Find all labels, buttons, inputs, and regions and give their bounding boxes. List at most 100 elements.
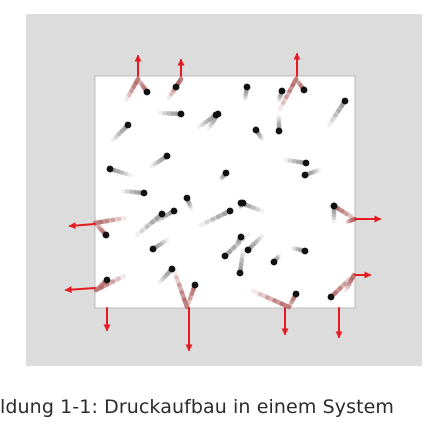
particle-dot <box>102 231 110 239</box>
impact-trail <box>343 284 350 293</box>
particle-trail <box>159 239 167 246</box>
particle-trails <box>107 84 348 285</box>
particle-trail <box>206 122 214 131</box>
particle-trail <box>283 157 293 163</box>
impact-trail <box>177 76 184 83</box>
particle-trail <box>240 248 246 258</box>
particle-trail <box>255 207 265 214</box>
impact-trail <box>257 291 270 300</box>
particle-dot <box>301 247 309 255</box>
particle-dot <box>243 83 251 91</box>
impact-trail <box>169 88 177 97</box>
particle-trail <box>234 239 241 246</box>
particle-dot <box>140 189 148 197</box>
impact-trail <box>126 88 134 98</box>
impact-trail <box>295 78 302 86</box>
particle-trail <box>239 253 245 263</box>
impact-trail <box>345 281 352 290</box>
particle-dot <box>191 281 199 289</box>
particle-dot <box>300 86 308 94</box>
impact-trail <box>344 219 351 225</box>
particle-trail <box>290 245 298 251</box>
particle-dot <box>330 202 338 210</box>
particle-dot <box>172 83 180 91</box>
impact-trail <box>137 79 144 87</box>
force-arrows <box>64 52 382 352</box>
particle-dot <box>124 121 132 129</box>
particle-trail <box>200 119 209 127</box>
particle-dot <box>168 265 176 273</box>
particle-dot <box>221 252 229 260</box>
particle-dot <box>237 233 245 241</box>
particle-trail <box>139 224 150 234</box>
impact-trail <box>286 302 293 310</box>
particle-dot <box>237 199 245 207</box>
particle-trail <box>123 171 133 178</box>
impact-trail <box>135 76 143 84</box>
force-arrow <box>68 222 96 230</box>
particle-dot <box>170 207 178 215</box>
particle-trail <box>196 122 205 130</box>
particle-dot <box>327 293 335 301</box>
particle-trail <box>161 237 170 245</box>
particle-trail <box>187 201 193 209</box>
impact-trail <box>344 211 354 219</box>
particle-dot <box>222 169 230 177</box>
particle-dot <box>302 159 310 167</box>
impact-trail <box>290 76 299 88</box>
impact-trail <box>350 272 357 281</box>
particle-dot <box>163 152 171 160</box>
impact-trail <box>288 299 295 307</box>
particle-dot <box>278 87 286 95</box>
impact-trail <box>94 223 102 231</box>
particle-dot <box>270 258 278 266</box>
particle-trail <box>326 117 335 128</box>
particle-dot <box>177 110 185 118</box>
particle-trail <box>152 159 161 167</box>
particle-trail <box>256 233 265 242</box>
particle-dot <box>301 171 309 179</box>
particle-trail <box>134 228 145 238</box>
particle-trail <box>329 113 338 123</box>
impact-trail <box>280 94 289 106</box>
particle-trail <box>258 134 265 142</box>
particle-trail <box>287 158 297 164</box>
particle-trail <box>313 167 322 174</box>
particles <box>102 83 349 301</box>
impact-trail <box>277 100 286 112</box>
impact-trail <box>92 219 104 226</box>
particle-dot <box>244 246 252 254</box>
pressure-diagram <box>26 14 422 366</box>
particle-trail <box>113 131 122 140</box>
particle-dot <box>236 269 244 277</box>
particle-dot <box>106 165 114 173</box>
particle-trail <box>208 120 215 128</box>
force-arrow <box>64 286 96 294</box>
particle-trail <box>254 236 262 244</box>
particle-trail <box>257 133 264 140</box>
particle-trail <box>275 253 282 260</box>
impact-trail <box>293 76 300 84</box>
particle-dot <box>103 276 111 284</box>
impact-trail <box>182 297 190 310</box>
particle-dot <box>341 97 349 105</box>
particle-dot <box>149 245 157 253</box>
particle-trail <box>293 246 301 252</box>
particle-trail <box>157 277 165 285</box>
particle-trail <box>110 134 119 143</box>
particle-dot <box>183 194 191 202</box>
particle-trail <box>311 168 319 175</box>
particle-dot <box>212 111 220 119</box>
impact-trail <box>110 216 122 223</box>
impact-trail <box>124 92 132 102</box>
particle-trail <box>119 170 129 177</box>
impact-trail <box>93 285 101 293</box>
particle-dot <box>275 127 283 135</box>
impact-trail <box>186 295 193 305</box>
impact-trail <box>184 300 191 310</box>
impact-trail <box>95 283 103 291</box>
impact-trail <box>133 76 141 86</box>
particle-dot <box>292 290 300 298</box>
impact-trail <box>93 284 104 293</box>
particle-dot <box>143 88 151 96</box>
